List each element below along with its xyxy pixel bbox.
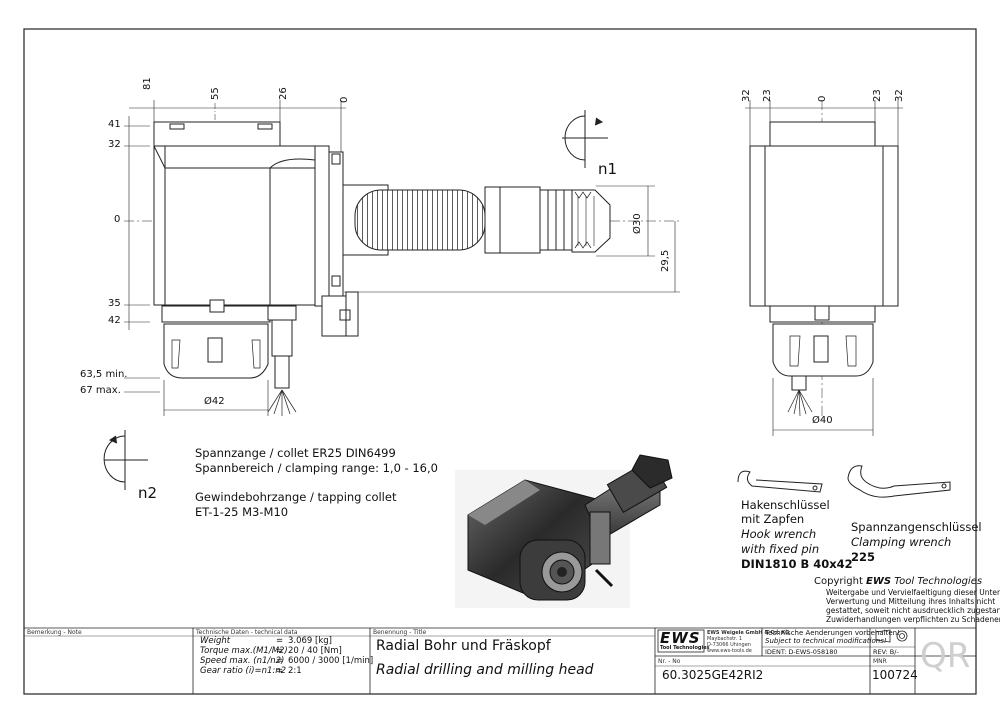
hook-wrench-de2: mit Zapfen [741,512,805,526]
spec-torque-eq: = [276,646,284,656]
hook-wrench-drawing [737,470,823,493]
company-website: www.ews-tools.de [707,648,752,654]
dim-front-32-right: 32 [894,89,905,102]
ident-number: IDENT: D-EWS-058180 [765,648,838,656]
hook-wrench-code: DIN1810 B 40x42 [741,557,853,571]
note-clamping-range: Spannbereich / clamping range: 1,0 - 16,… [195,461,438,475]
dim-top-26: 26 [278,87,289,100]
dim-collet-diameter-side: Ø42 [204,396,225,407]
spec-speed-value: 6000 / 3000 [1/min] [288,656,374,666]
dim-offset-29-5: 29,5 [660,249,671,272]
note-tapping-collet: Gewindebohrzange / tapping collet [195,490,397,504]
changes-english: Subject to technical modifications! [765,637,887,645]
dim-shaft-diameter: Ø30 [632,213,643,234]
note-tapping-size: ET-1-25 M3-M10 [195,505,289,519]
title-label: Benennung - Title [373,629,427,636]
clamping-wrench-code: 225 [851,550,876,564]
spec-torque-label: Torque max.(M1/M2) [200,646,288,656]
spec-speed-eq: = [276,656,284,666]
copyright-line3: gestattet, soweit nicht ausdruecklich zu… [826,606,1000,615]
spec-weight-eq: = [276,636,284,646]
company-address1: Maybachstr. 1 [707,636,743,642]
note-collet: Spannzange / collet ER25 DIN6499 [195,446,396,460]
spec-weight-value: 3.069 [kg] [288,636,332,646]
dim-front-32-left: 32 [741,89,752,102]
copyright-line4: Zuwiderhandlungen verpflichten zu Schade… [826,615,1000,624]
rotation-symbol-n2 [103,430,148,490]
dim-collet-diameter-front: Ø40 [812,415,833,426]
dim-left-0: 0 [114,214,121,225]
spec-gear-eq: = [276,666,284,676]
spec-speed-label: Speed max. (n1/n2) [200,656,285,666]
rotation-label-n1: n1 [598,160,618,178]
remark-label: Bemerkung - Note [27,629,82,636]
dim-left-42: 42 [108,315,121,326]
front-view [745,100,903,436]
dim-top-55: 55 [210,87,221,100]
dim-left-32: 32 [108,139,121,150]
changes-german: Technische Aenderungen vorbehalten! [765,629,900,637]
title-block-frame [24,627,976,694]
side-view [124,100,680,416]
title-english: Radial drilling and milling head [376,662,594,678]
spec-gear-value: 2:1 [288,666,302,676]
dim-left-35: 35 [108,298,121,309]
rotation-label-n2: n2 [138,484,158,502]
dim-top-81: 81 [142,77,153,90]
title-german: Radial Bohr und Fräskopf [376,638,551,654]
part-number: 60.3025GE42RI2 [662,668,764,682]
copyright-title: Copyright EWS Tool Technologies [814,576,983,587]
clamping-wrench-drawing [847,465,951,498]
copyright-line1: Weitergabe und Vervielfaeltigung dieser … [826,588,1000,597]
copyright-line2: Verwertung und Mitteilung ihres Inhalts … [826,597,996,606]
sheet-border [23,28,977,695]
ews-logo: EWS [660,629,701,647]
company-name: EWS Weigele GmbH & Co. KG [707,630,790,636]
dim-front-23-left: 23 [762,89,773,102]
hook-wrench-en1: Hook wrench [741,527,817,541]
tech-data-label: Technische Daten - technical data [196,629,298,636]
product-render [455,454,673,608]
rotation-symbol-n1 [562,110,608,168]
dim-max-length: 67 max. [80,385,121,396]
nr-label: Nr. - No [658,658,681,665]
dim-front-0: 0 [817,95,828,102]
hook-wrench-en2: with fixed pin [741,542,820,556]
mnr-number: 100724 [872,668,918,682]
clamping-wrench-en: Clamping wrench [851,535,952,549]
ews-logo-sub: Tool Technologies [660,645,710,651]
qr-placeholder: QR [920,636,971,676]
clamping-wrench-de: Spannzangenschlüssel [851,520,982,534]
hook-wrench-de1: Hakenschlüssel [741,498,830,512]
dim-top-0: 0 [339,96,350,103]
revision: REV: B/- [873,648,899,656]
spec-gear-label: Gear ratio (i)=n1:n2 [200,666,287,676]
dim-front-23-right: 23 [872,89,883,102]
dim-min-length: 63,5 min. [80,369,128,380]
spec-weight-label: Weight [200,636,231,646]
mnr-label: MNR [873,658,887,665]
company-address2: D-73066 Uhingen [707,642,751,648]
dim-left-41: 41 [108,119,121,130]
spec-torque-value: 20 / 40 [Nm] [288,646,342,656]
